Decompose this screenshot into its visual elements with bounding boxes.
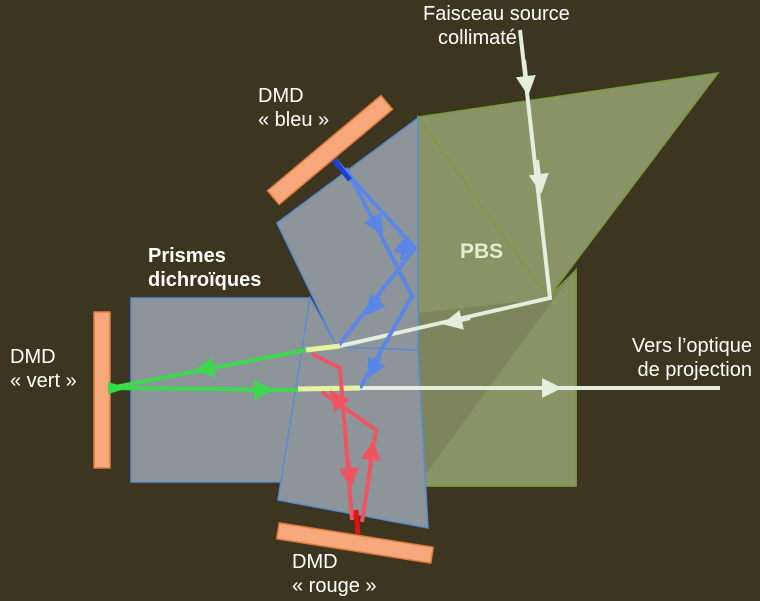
pbs-label: PBS — [460, 240, 504, 263]
projection-label-line2: de projection — [637, 359, 752, 381]
dmd-red-label: DMD « rouge » — [292, 550, 377, 598]
green-beam-arrow — [194, 357, 223, 378]
green-dmd-spot — [108, 382, 128, 394]
dmd-green-label-line2: « vert » — [10, 370, 77, 392]
dmd-green-mirror — [93, 311, 111, 469]
yellow-beam-segment — [297, 385, 361, 392]
dmd-green-label-line1: DMD — [10, 346, 56, 368]
projection-label: Vers l’optique de projection — [623, 334, 752, 382]
source-label: Faisceau source collimaté — [423, 2, 570, 50]
prisms-label-line1: Prismes — [148, 245, 226, 267]
source-beam — [339, 29, 553, 348]
dmd-blue-mirror — [266, 94, 394, 206]
source-label-line2: collimaté — [438, 27, 517, 49]
red-beam-arrow — [329, 390, 351, 413]
dmd-red-mirror — [275, 522, 435, 564]
red-beam-arrow — [360, 440, 381, 469]
dmd-blue-label-line2: « bleu » — [258, 109, 330, 131]
dmd-green-label: DMD « vert » — [10, 345, 77, 393]
blue-beam-arrow — [367, 355, 386, 379]
dmd-blue-label-line1: DMD — [258, 85, 304, 107]
blue-beam-arrow — [364, 212, 384, 235]
source-label-line1: Faisceau source — [423, 3, 570, 25]
source-beam-arrow — [515, 59, 536, 96]
blue-beam-arrow — [365, 293, 387, 316]
blue-beam-arrow — [393, 234, 413, 261]
prisms-label-line2: dichroïques — [148, 269, 262, 291]
dmd-red-label-line2: « rouge » — [292, 575, 377, 597]
source-beam-arrow — [442, 310, 471, 330]
red-beam-source-tip — [353, 509, 361, 535]
green-beam-out — [109, 386, 301, 392]
dmd-red-label-line1: DMD — [292, 551, 338, 573]
source-beam-arrow — [528, 159, 549, 194]
dmd-blue-label: DMD « bleu » — [258, 84, 329, 132]
blue-beam-path-a — [333, 158, 418, 348]
projection-label-line1: Vers l’optique — [631, 335, 752, 357]
red-beam-arrow — [338, 459, 359, 488]
prisms-label: Prismes dichroïques — [148, 244, 261, 292]
yellow-beam-segment — [305, 343, 341, 353]
blue-beam-source-tip — [332, 158, 352, 182]
